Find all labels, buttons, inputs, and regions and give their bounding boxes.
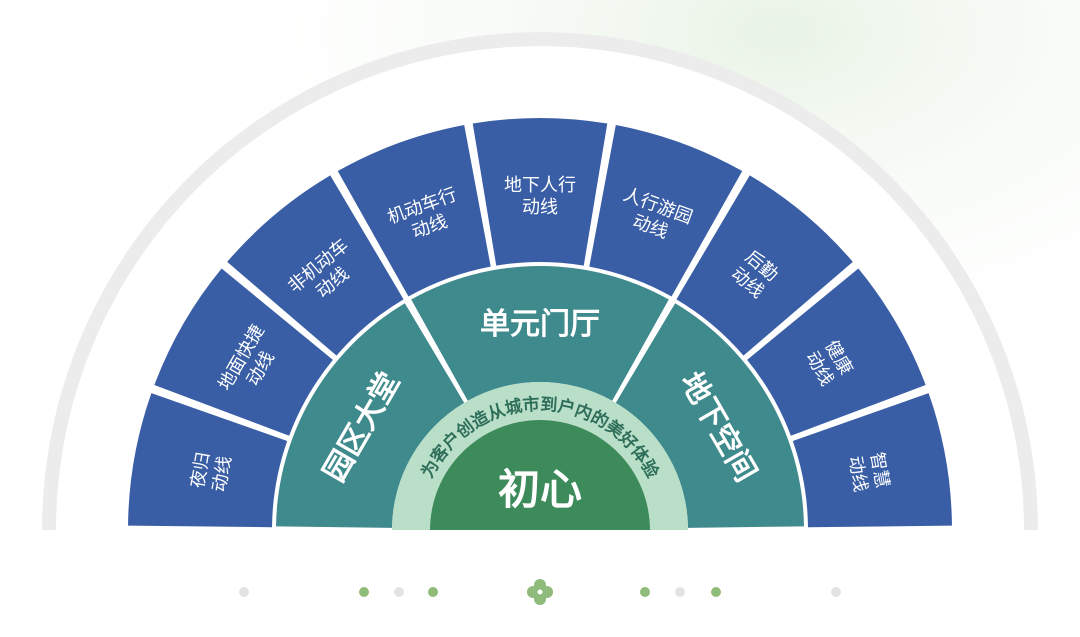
outer-segment: 智慧动线 — [792, 393, 952, 528]
middle-segment: 地下空间 — [615, 303, 804, 528]
caption-band — [392, 382, 688, 530]
clover-icon — [527, 579, 553, 605]
outer-ring: 夜归动线地面快捷动线非机动车动线机动车行动线地下人行动线人行游园动线后勤动线健康… — [128, 117, 952, 528]
center-shape — [430, 420, 650, 530]
outer-segment-shape — [227, 175, 404, 356]
middle-segment-shape — [615, 303, 804, 528]
outer-segment-shape — [337, 125, 491, 297]
outer-segment: 健康动线 — [747, 268, 926, 436]
footer-dot — [239, 587, 249, 597]
outer-segment-shape — [747, 268, 926, 436]
footer-dot — [831, 587, 841, 597]
outer-segment: 地面快捷动线 — [154, 268, 333, 436]
outer-segment: 人行游园动线 — [589, 125, 743, 297]
caption-band-shape — [392, 382, 688, 530]
outer-segment-label: 地下人行动线 — [504, 175, 576, 218]
outer-segment-shape — [589, 125, 743, 297]
outer-segment: 地下人行动线 — [472, 117, 608, 266]
outer-segment-shape — [792, 393, 952, 528]
outer-segment-label: 智慧动线 — [844, 451, 893, 494]
middle-segment-shape — [411, 266, 669, 401]
outer-segment-shape — [128, 393, 288, 528]
middle-segment-label: 单元门厅 — [480, 307, 600, 342]
outer-segment-shape — [676, 175, 853, 356]
clover-leaf — [527, 586, 539, 598]
outer-segment-line: 地下人行 — [504, 175, 576, 196]
outer-segment: 夜归动线 — [128, 393, 288, 528]
clover-center — [537, 589, 543, 595]
outer-segment: 后勤动线 — [676, 175, 853, 356]
center-circle: 初心 — [430, 420, 650, 530]
outer-segment: 非机动车动线 — [227, 175, 404, 356]
outer-segment-shape — [472, 117, 608, 266]
footer-dot — [428, 587, 438, 597]
center-label: 初心 — [498, 465, 582, 514]
footer-ornament — [239, 579, 841, 605]
footer-dot — [359, 587, 369, 597]
footer-dot — [711, 587, 721, 597]
middle-segment-shape — [276, 303, 465, 528]
outer-segment-line: 动线 — [522, 197, 558, 218]
middle-segment: 园区大堂 — [276, 303, 465, 528]
outer-segment: 机动车行动线 — [337, 125, 491, 297]
footer-dot — [675, 587, 685, 597]
footer-dot — [394, 587, 404, 597]
outer-segment-shape — [154, 268, 333, 436]
middle-segment: 单元门厅 — [411, 266, 669, 401]
footer-dot — [640, 587, 650, 597]
outer-segment-label: 夜归动线 — [187, 451, 236, 494]
